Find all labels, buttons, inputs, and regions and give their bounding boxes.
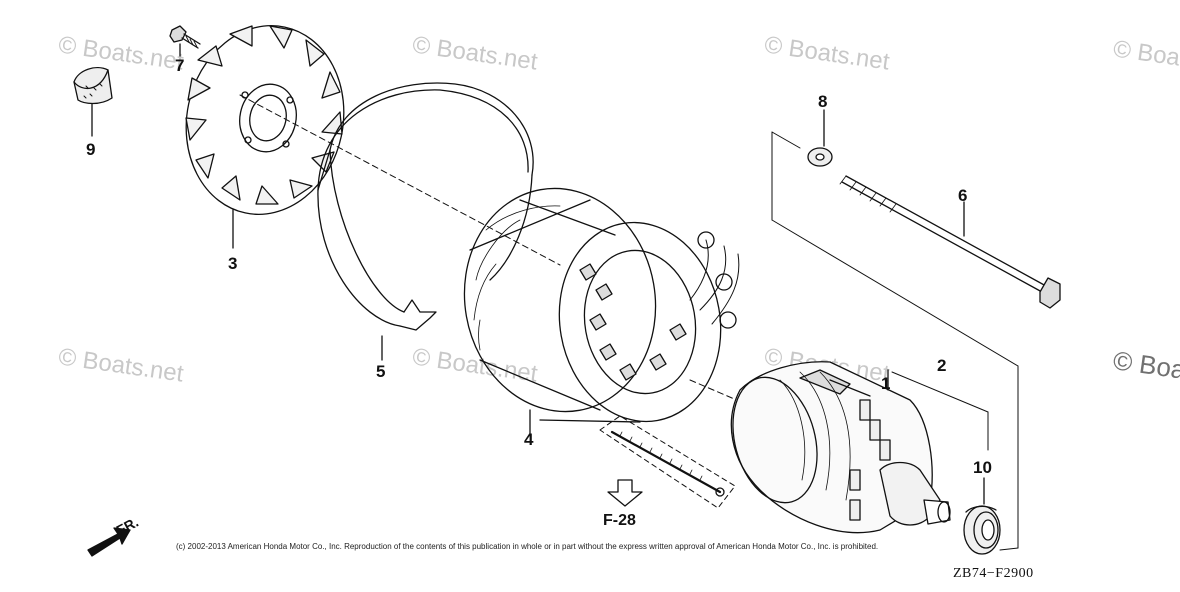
callout-8: 8 <box>818 92 828 111</box>
bracket-lines-drawing <box>771 131 1019 551</box>
callout-5: 5 <box>376 362 386 381</box>
callout-7: 7 <box>175 56 185 75</box>
callout-3: 3 <box>228 254 238 273</box>
diagram-code: ZB74−F2900 <box>953 566 1034 581</box>
part-6-bolt-drawing <box>839 175 1061 309</box>
reference-label: F-28 <box>603 512 636 529</box>
part-9-cap-drawing <box>73 67 113 137</box>
part-3-fan-drawing <box>185 25 345 249</box>
callout-10: 10 <box>973 458 992 477</box>
callout-1: 1 <box>881 374 891 393</box>
callout-2: 2 <box>937 356 947 375</box>
copyright-notice: (c) 2002-2013 American Honda Motor Co., … <box>176 542 879 551</box>
callout-9: 9 <box>86 140 96 159</box>
part-2-rotor-drawing <box>730 361 951 534</box>
part-8-washer-drawing <box>807 109 833 167</box>
callout-4: 4 <box>524 430 534 449</box>
part-5-band-drawing <box>317 82 534 361</box>
part-10-bearing-drawing <box>963 477 1001 555</box>
callout-6: 6 <box>958 186 968 205</box>
reference-arrow-icon <box>607 479 643 507</box>
front-arrow-icon <box>87 527 131 557</box>
part-4-stator-drawing <box>463 187 740 437</box>
part-7-bolt-drawing <box>169 25 201 57</box>
stud-box-drawing <box>599 415 736 509</box>
